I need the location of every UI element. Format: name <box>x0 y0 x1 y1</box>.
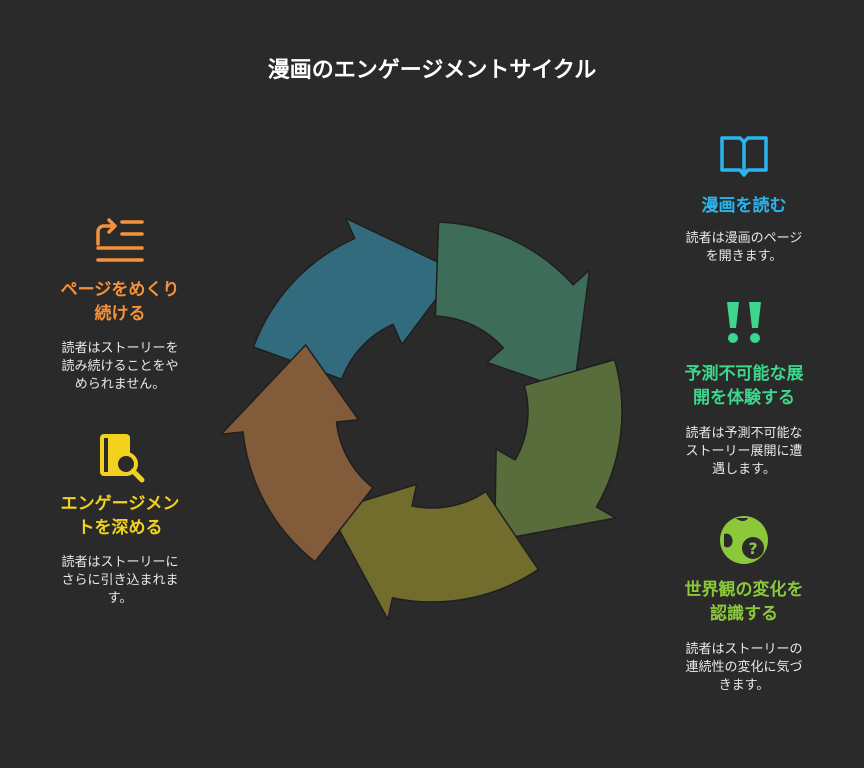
segment-unexpected <box>434 221 591 393</box>
globe-question-icon: ? <box>716 512 772 568</box>
book-search-icon <box>92 428 148 484</box>
step-text-worldview: 読者はストーリーの 連続性の変化に気づ きます。 <box>685 642 803 693</box>
segment-continue <box>220 344 374 563</box>
step-text-unexpected: 読者は予測不可能な ストーリー展開に遭 遇します。 <box>685 426 803 477</box>
open-book-icon <box>716 128 772 184</box>
segment-deepen <box>328 483 539 621</box>
svg-text:?: ? <box>748 539 757 558</box>
step-heading-deepen: エンゲージメン トを深める <box>60 494 180 538</box>
diagram-title: 漫画のエンゲージメントサイクル <box>267 58 597 83</box>
step-heading-worldview: 世界観の変化を 認識する <box>684 580 804 624</box>
step-text-read: 読者は漫画のページ を開きます。 <box>685 231 803 264</box>
step-heading-unexpected: 予測不可能な展 開を体験する <box>684 364 804 408</box>
step-text-deepen: 読者はストーリーに さらに引き込まれま す。 <box>61 555 179 606</box>
step-heading-continue: ページをめくり 続ける <box>60 280 180 324</box>
segment-worldview <box>493 358 623 542</box>
double-exclamation-icon <box>716 296 772 352</box>
step-text-continue: 読者はストーリーを 読み続けることをや められません。 <box>61 341 179 392</box>
page-turn-icon <box>92 214 148 270</box>
segment-read <box>252 217 458 380</box>
step-heading-read: 漫画を読む <box>701 196 787 216</box>
